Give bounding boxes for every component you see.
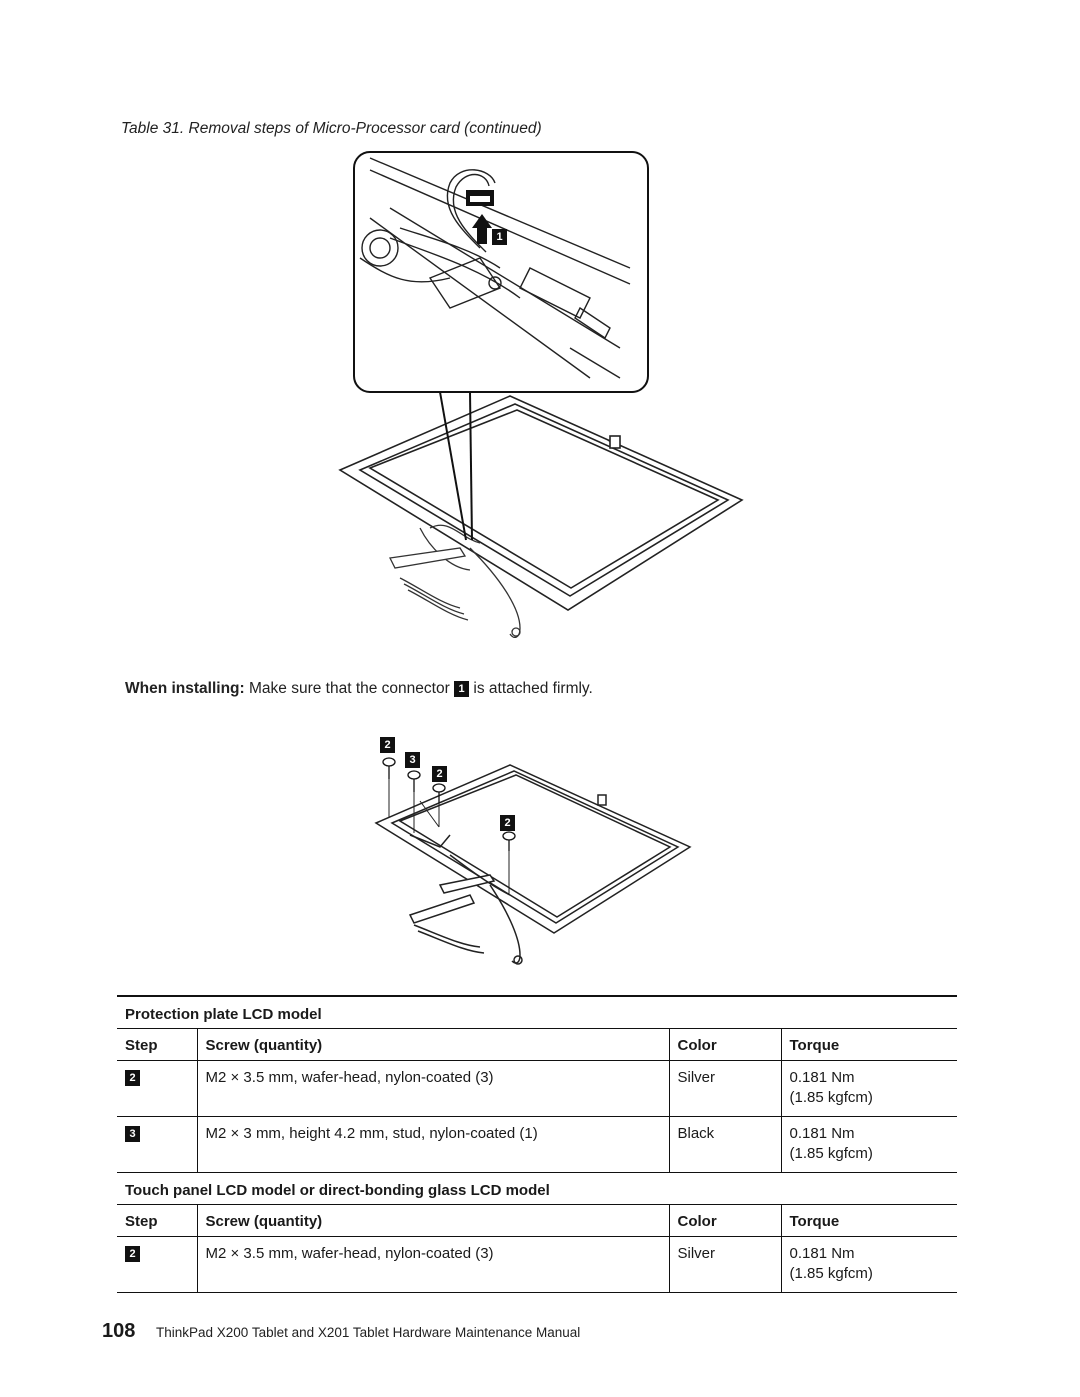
callout-2-c: 2 [500,815,515,831]
header-screw: Screw (quantity) [196,1028,669,1061]
column-header-row: Step Screw (quantity) Color Torque [117,1204,957,1237]
callout-3: 3 [405,752,420,768]
header-color: Color [668,1028,781,1061]
torque-nm: 0.181 Nm [789,1069,855,1086]
header-step: Step [117,1028,197,1061]
footer-title: ThinkPad X200 Tablet and X201 Tablet Har… [156,1325,581,1340]
torque-nm: 0.181 Nm [789,1245,855,1262]
callout-2-b: 2 [432,766,447,782]
screw-cell: M2 × 3.5 mm, wafer-head, nylon-coated (3… [196,1060,669,1117]
callout-1-inline: 1 [454,680,470,697]
screw-cell: M2 × 3.5 mm, wafer-head, nylon-coated (3… [196,1236,669,1293]
installing-text-after: is attached firmly. [473,680,593,697]
torque-nm: 0.181 Nm [789,1125,855,1142]
connector-removal-illustration [338,151,744,639]
step-cell: 3 [117,1116,197,1173]
section-header-protection-plate: Protection plate LCD model [117,995,957,1029]
installing-note: When installing: Make sure that the conn… [125,680,593,698]
screw-table: Protection plate LCD model Step Screw (q… [117,995,957,1293]
section-title: Protection plate LCD model [117,995,957,1029]
installing-label: When installing: [125,680,245,697]
installing-text-before: Make sure that the connector [249,680,450,697]
step-callout: 2 [125,1246,140,1263]
table-row: 2 M2 × 3.5 mm, wafer-head, nylon-coated … [117,1236,957,1293]
torque-kgfcm: (1.85 kgfcm) [789,1089,873,1106]
screws-illustration [374,757,692,965]
callout-1-illustration: 1 [492,229,507,245]
header-screw: Screw (quantity) [196,1204,669,1237]
torque-cell: 0.181 Nm (1.85 kgfcm) [780,1116,957,1173]
table-row: 2 M2 × 3.5 mm, wafer-head, nylon-coated … [117,1060,957,1117]
torque-kgfcm: (1.85 kgfcm) [789,1265,873,1282]
callout-2-a: 2 [380,737,395,753]
color-cell: Silver [668,1236,781,1293]
column-header-row: Step Screw (quantity) Color Torque [117,1028,957,1061]
section-header-touch-panel: Touch panel LCD model or direct-bonding … [117,1172,957,1205]
torque-kgfcm: (1.85 kgfcm) [789,1145,873,1162]
step-cell: 2 [117,1060,197,1117]
header-color: Color [668,1204,781,1237]
header-step: Step [117,1204,197,1237]
table-row: 3 M2 × 3 mm, height 4.2 mm, stud, nylon-… [117,1116,957,1173]
page-number: 108 [102,1320,136,1342]
step-callout: 2 [125,1070,140,1087]
header-torque: Torque [780,1204,957,1237]
step-callout: 3 [125,1126,140,1143]
torque-cell: 0.181 Nm (1.85 kgfcm) [780,1236,957,1293]
color-cell: Silver [668,1060,781,1117]
section-title: Touch panel LCD model or direct-bonding … [117,1172,957,1205]
step-cell: 2 [117,1236,197,1293]
header-torque: Torque [780,1028,957,1061]
color-cell: Black [668,1116,781,1173]
table-caption: Table 31. Removal steps of Micro-Process… [121,120,542,137]
screw-cell: M2 × 3 mm, height 4.2 mm, stud, nylon-co… [196,1116,669,1173]
torque-cell: 0.181 Nm (1.85 kgfcm) [780,1060,957,1117]
